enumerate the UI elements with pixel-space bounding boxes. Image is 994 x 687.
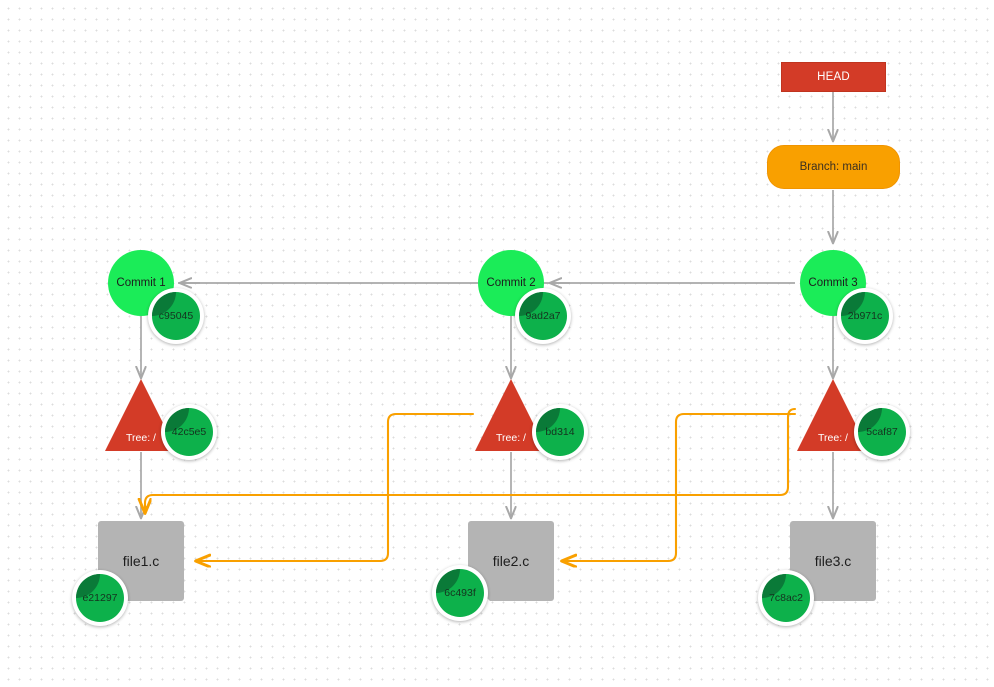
hash-badge-tree-2[interactable]: bd314 <box>532 404 588 460</box>
file-label: file2.c <box>492 553 530 569</box>
branch-label: Branch: main <box>799 161 868 173</box>
hash-disc <box>519 292 567 340</box>
hash-badge-file-2[interactable]: 6c493f <box>432 565 488 621</box>
hash-badge-tree-1[interactable]: 42c5e5 <box>161 404 217 460</box>
hash-disc <box>841 292 889 340</box>
tree-label: Tree: / <box>126 432 156 444</box>
hash-text: c95045 <box>158 310 194 322</box>
hash-badge-commit-3[interactable]: 2b971c <box>837 288 893 344</box>
triangle-icon <box>797 379 869 451</box>
tree-node-3[interactable]: Tree: / <box>796 378 870 452</box>
hash-text: 2b971c <box>847 310 883 322</box>
edge-tree3-file2 <box>562 412 797 561</box>
branch-node[interactable]: Branch: main <box>767 145 900 189</box>
file-label: file3.c <box>814 553 852 569</box>
hash-text: 5caf87 <box>866 426 898 438</box>
hash-text: bd314 <box>545 426 575 438</box>
hash-badge-file-3[interactable]: 7c8ac2 <box>758 570 814 626</box>
hash-disc <box>76 574 124 622</box>
hash-text: 6c493f <box>444 587 476 599</box>
hash-disc <box>152 292 200 340</box>
hash-text: 42c5e5 <box>171 426 207 438</box>
tree-node-2[interactable]: Tree: / <box>474 378 548 452</box>
hash-disc <box>165 408 213 456</box>
hash-badge-commit-1[interactable]: c95045 <box>148 288 204 344</box>
tree-node-1[interactable]: Tree: / <box>104 378 178 452</box>
hash-disc <box>536 408 584 456</box>
hash-disc <box>436 569 484 617</box>
hash-badge-tree-3[interactable]: 5caf87 <box>854 404 910 460</box>
commit-label: Commit 2 <box>486 277 536 289</box>
hash-text: 7c8ac2 <box>769 592 803 604</box>
head-label: HEAD <box>817 71 850 83</box>
triangle-icon <box>475 379 547 451</box>
commit-label: Commit 1 <box>116 277 166 289</box>
edge-tree2-file1 <box>196 412 475 561</box>
hash-disc <box>858 408 906 456</box>
head-node[interactable]: HEAD <box>781 62 886 92</box>
edge-tree3-file1 <box>145 407 797 513</box>
hash-badge-commit-2[interactable]: 9ad2a7 <box>515 288 571 344</box>
tree-label: Tree: / <box>818 432 848 444</box>
commit-label: Commit 3 <box>808 277 858 289</box>
file-label: file1.c <box>122 553 160 569</box>
hash-text: e21297 <box>82 592 118 604</box>
hash-text: 9ad2a7 <box>525 310 561 322</box>
hash-disc <box>762 574 810 622</box>
hash-badge-file-1[interactable]: e21297 <box>72 570 128 626</box>
tree-label: Tree: / <box>496 432 526 444</box>
triangle-icon <box>105 379 177 451</box>
